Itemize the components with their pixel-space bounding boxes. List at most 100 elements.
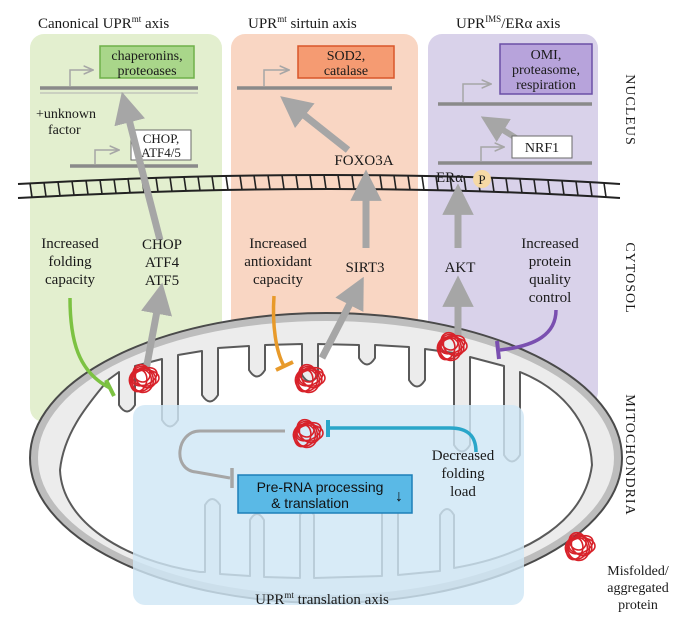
misfolded-protein-icon xyxy=(128,363,160,394)
nrf1-to-gene-arrow xyxy=(480,116,518,142)
foxo3a-to-gene-arrow xyxy=(280,96,351,153)
phospho-label: P xyxy=(478,172,485,187)
nuclear-membrane-segment xyxy=(561,180,565,195)
unknown-factor-line1: +unknown xyxy=(36,107,96,122)
sirtuin-target-line2: catalase xyxy=(324,64,368,79)
nuclear-membrane-segment xyxy=(183,176,187,191)
folding-capacity-line3: capacity xyxy=(45,272,95,288)
nuclear-membrane-segment xyxy=(99,179,103,194)
legend-line3: protein xyxy=(618,598,658,613)
nuclear-membrane-segment xyxy=(71,180,75,196)
canonical-lower-gene xyxy=(70,150,198,168)
phosphorylation-badge xyxy=(473,170,491,188)
nuclear-membrane-segment xyxy=(407,175,411,190)
quality-control-line1: Increased xyxy=(521,236,579,252)
nuclear-membrane-segment xyxy=(197,176,201,191)
ims-axis-title: UPRIMS/ERα axis xyxy=(456,14,560,32)
canonical-cytosol-arrow xyxy=(141,282,173,371)
antioxidant-capacity-line2: antioxidant xyxy=(244,254,312,270)
nuclear-membrane-segment xyxy=(155,177,159,192)
ims-lower-gene xyxy=(438,147,592,165)
canonical-cyto-line2: ATF4 xyxy=(145,255,180,271)
antioxidant-capacity-line1: Increased xyxy=(249,236,307,252)
chop-atf45-box xyxy=(130,129,192,161)
nuclear-membrane-segment xyxy=(85,180,89,195)
unknown-factor-line2: factor xyxy=(48,123,81,138)
canonical-cyto-line3: ATF5 xyxy=(145,273,179,289)
canonical-target-line1: chaperonins, xyxy=(111,49,182,64)
translation-down-arrow: ↓ xyxy=(395,488,403,505)
folding-load-line2: folding xyxy=(441,466,485,482)
nuclear-membrane-segment xyxy=(603,182,607,198)
nuclear-membrane-segment xyxy=(281,175,285,190)
canonical-tf-line1: CHOP, xyxy=(143,131,180,146)
translation-box-line1: Pre-RNA processing xyxy=(257,479,384,495)
misfolded-protein-icon xyxy=(294,363,326,394)
nuclear-membrane-segment xyxy=(57,181,61,196)
folding-load-line1: Decreased xyxy=(432,448,495,464)
misfolded-protein-icon xyxy=(564,531,596,562)
canonical-cyto-line1: CHOP xyxy=(142,237,182,253)
ims-target-line3: respiration xyxy=(516,78,576,93)
ims-target-line2: proteasome, xyxy=(512,63,580,78)
folding-capacity-line2: folding xyxy=(48,254,92,270)
nucleus-label: NUCLEUS xyxy=(622,74,637,146)
nuclear-membrane-segment xyxy=(211,176,215,191)
folding-capacity-inhibition xyxy=(68,297,111,390)
sirtuin-target-line1: SOD2, xyxy=(327,49,366,64)
ims-target-line1: OMI, xyxy=(531,48,562,63)
nuclear-membrane-segment xyxy=(337,174,341,190)
translation-box-line2: & translation xyxy=(271,495,349,511)
translation-feedback-line xyxy=(178,429,285,480)
legend-line1: Misfolded/ xyxy=(607,564,669,579)
nuclear-membrane-segment xyxy=(169,177,173,192)
sirtuin-axis-title: UPRmt sirtuin axis xyxy=(248,14,357,32)
nuclear-membrane-segment xyxy=(323,174,327,190)
ims-upper-gene xyxy=(438,84,592,106)
chaperonins-proteoases-box xyxy=(99,45,195,79)
nuclear-membrane-segment xyxy=(491,177,495,193)
sirtuin-gene xyxy=(237,70,392,90)
sirtuin-panel xyxy=(231,34,418,404)
misfolded-protein-layer xyxy=(128,331,596,562)
quality-control-line3: quality xyxy=(529,272,571,288)
legend-line2: aggregated xyxy=(607,581,668,596)
cytosol-label: CYTOSOL xyxy=(622,242,637,313)
nuclear-membrane-segment xyxy=(533,179,537,194)
er-alpha-label: ERα xyxy=(436,170,463,186)
quality-control-inhibition-bar xyxy=(495,340,501,360)
nuclear-membrane-segment xyxy=(43,182,47,197)
nuclear-membrane-segment xyxy=(575,181,579,196)
misfolded-protein-icon xyxy=(436,331,468,362)
nuclear-membrane-segment xyxy=(589,182,593,197)
nuclear-membrane-segment xyxy=(295,174,299,190)
canonical-tf-line2: ATF4/5 xyxy=(141,145,181,160)
antioxidant-capacity-line3: capacity xyxy=(253,272,303,288)
antioxidant-inhibition xyxy=(271,295,286,367)
quality-control-inhibition xyxy=(499,309,558,352)
misfolded-protein-icon xyxy=(292,418,324,449)
akt-label: AKT xyxy=(445,260,476,276)
nuclear-membrane-segment xyxy=(113,179,117,194)
nuclear-membrane-segment xyxy=(421,175,425,191)
nuclear-membrane-segment xyxy=(239,175,243,190)
canonical-nuclear-import-arrow xyxy=(114,91,164,241)
sirt3-label: SIRT3 xyxy=(345,260,384,276)
canonical-axis-title: Canonical UPRmt axis xyxy=(38,14,169,32)
nuclear-membrane-segment xyxy=(127,178,131,193)
nuclear-membrane-segment xyxy=(225,175,229,190)
antioxidant-inhibition-bar xyxy=(275,360,294,372)
mitochondria-label: MITOCHONDRIA xyxy=(622,394,637,515)
folding-capacity-inhibition-bar xyxy=(104,379,116,397)
omi-proteasome-box xyxy=(499,43,593,95)
folding-load-inhibition xyxy=(330,426,478,453)
translation-axis-title: UPRmt translation axis xyxy=(255,590,389,608)
nuclear-membrane-segment xyxy=(267,175,271,190)
nrf1-box xyxy=(511,135,573,159)
foxo3a-label: FOXO3A xyxy=(334,153,393,169)
nuclear-membrane-segment xyxy=(505,178,509,193)
nuclear-membrane-segment xyxy=(29,183,33,198)
sod2-catalase-box xyxy=(297,45,395,79)
